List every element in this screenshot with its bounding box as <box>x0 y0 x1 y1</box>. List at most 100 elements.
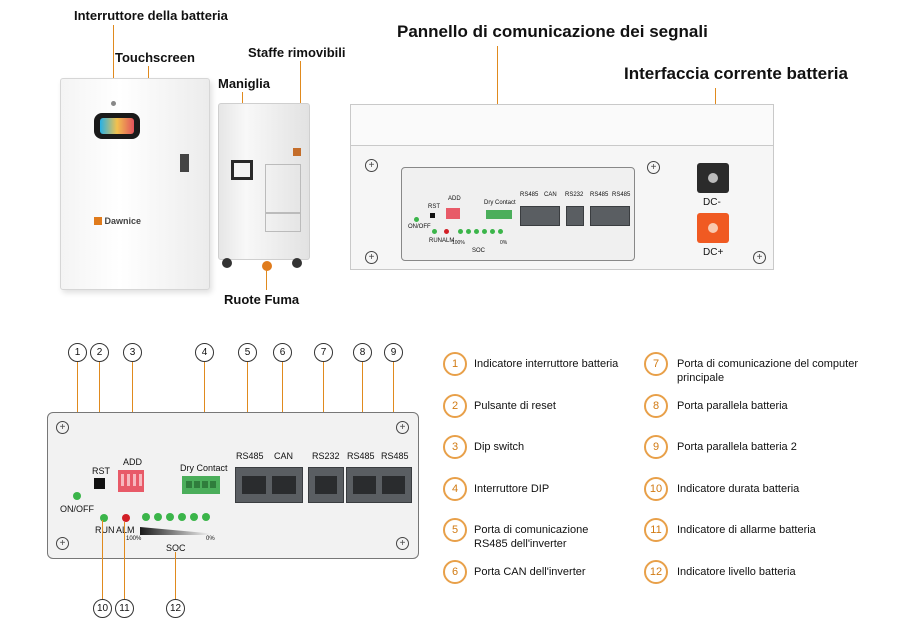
mini-port-rs485-can[interactable] <box>520 206 560 226</box>
callout-4: 4 <box>195 343 214 362</box>
port-label-rs232: RS232 <box>312 451 340 461</box>
legend-num-10: 10 <box>644 477 668 501</box>
callout-8: 8 <box>353 343 372 362</box>
soc-full-label: 100% <box>126 536 142 542</box>
port-rs485-parallel[interactable] <box>346 467 412 503</box>
mini-port-rs485-parallel[interactable] <box>590 206 630 226</box>
legend-num-11: 11 <box>644 518 668 542</box>
label-wheels: Ruote Fuma <box>224 292 300 307</box>
soc-led-6 <box>202 513 210 521</box>
dc-negative-terminal[interactable] <box>697 163 729 193</box>
legend-text-2: Pulsante di reset <box>474 400 556 412</box>
soc-led-2 <box>154 513 162 521</box>
legend-text-12: Indicatore livello batteria <box>677 566 796 578</box>
legend-num-2: 2 <box>443 394 467 418</box>
rst-label: RST <box>92 466 110 476</box>
legend-text-9: Porta parallela batteria 2 <box>677 441 797 453</box>
mini-port-label-4: RS485 <box>590 192 609 198</box>
callout-10: 10 <box>93 599 112 618</box>
mini-on-off-label: ON/OFF <box>408 224 431 230</box>
on-off-label: ON/OFF <box>60 504 94 514</box>
legend-num-8: 8 <box>644 394 668 418</box>
port-rs232[interactable] <box>308 467 344 503</box>
port-label-can: CAN <box>274 451 294 461</box>
legend-num-9: 9 <box>644 435 668 459</box>
brand-logo: Dawnice <box>94 216 141 226</box>
label-battery-current: Interfaccia corrente batteria <box>624 64 848 83</box>
reset-button[interactable] <box>94 478 105 489</box>
mini-dry-contact-label: Dry Contact <box>484 200 516 206</box>
legend-num-6: 6 <box>443 560 467 584</box>
dc-positive-terminal[interactable] <box>697 213 729 243</box>
callout-1: 1 <box>68 343 87 362</box>
soc-empty-label: 0% <box>206 536 215 542</box>
wheel-right-icon <box>292 258 302 268</box>
mini-signal-panel: RST ADD Dry Contact ON/OFF RUN ALM 100% … <box>401 167 635 261</box>
signal-panel-detail: + + + + RST ADD Dry Contact ON/OFF RUN A… <box>47 412 419 559</box>
mini-dry-contact-block[interactable] <box>486 210 512 219</box>
mini-dip-switch[interactable] <box>446 208 460 219</box>
legend-text-3: Dip switch <box>474 441 525 453</box>
rear-panel: + + + + RST ADD Dry Contact ON/OFF RUN A… <box>350 104 774 270</box>
mini-port-label-1: RS485 <box>520 192 539 198</box>
handle-icon[interactable] <box>231 160 253 180</box>
legend-num-3: 3 <box>443 435 467 459</box>
mini-alm-label: ALM <box>442 238 455 244</box>
soc-led-4 <box>178 513 186 521</box>
label-handle: Maniglia <box>218 76 271 91</box>
legend-num-5: 5 <box>443 518 467 542</box>
soc-led-3 <box>166 513 174 521</box>
dip-switch[interactable] <box>118 470 144 492</box>
mini-port-label-2: CAN <box>544 192 557 198</box>
battery-front-cabinet: Dawnice <box>60 78 210 290</box>
mini-soc-full-label: 100% <box>452 240 465 246</box>
port-label-rs485-1: RS485 <box>236 451 264 461</box>
mini-rst-button[interactable] <box>430 213 435 218</box>
battery-switch-indicator[interactable] <box>111 101 116 106</box>
run-label: RUN <box>95 525 115 535</box>
legend-text-7: Porta di comunicazione del computer prin… <box>677 358 858 384</box>
port-rs485-can[interactable] <box>235 467 303 503</box>
soc-gradient-bar <box>140 527 210 535</box>
wheel-left-icon <box>222 258 232 268</box>
mini-run-label: RUN <box>429 238 442 244</box>
dc-positive-label: DC+ <box>703 247 724 258</box>
callout-5: 5 <box>238 343 257 362</box>
mini-soc-label: SOC <box>472 248 486 254</box>
port-label-rs485-2: RS485 <box>347 451 375 461</box>
legend-text-11: Indicatore di allarme batteria <box>677 524 816 536</box>
legend-num-4: 4 <box>443 477 467 501</box>
legend-text-10: Indicatore durata batteria <box>677 483 800 495</box>
legend-text-5: Porta di comunicazione RS485 dell'invert… <box>474 524 589 550</box>
alm-label: ALM <box>116 525 135 535</box>
mini-rst-label: RST <box>428 204 440 210</box>
mini-port-rs232[interactable] <box>566 206 584 226</box>
alm-indicator <box>122 514 130 522</box>
legend-num-12: 12 <box>644 560 668 584</box>
soc-label: SOC <box>166 543 186 553</box>
callout-9: 9 <box>384 343 403 362</box>
legend-text-6: Porta CAN dell'inverter <box>474 566 586 578</box>
dry-contact-block[interactable] <box>182 476 220 494</box>
callout-2: 2 <box>90 343 109 362</box>
add-label: ADD <box>123 457 143 467</box>
label-touchscreen: Touchscreen <box>115 50 195 65</box>
dc-negative-label: DC- <box>703 197 721 208</box>
legend-num-7: 7 <box>644 352 668 376</box>
touchscreen-display[interactable] <box>94 113 140 139</box>
soc-led-5 <box>190 513 198 521</box>
legend-text-4: Interruttore DIP <box>474 483 550 495</box>
run-indicator <box>100 514 108 522</box>
legend-text-8: Porta parallela batteria <box>677 400 788 412</box>
mini-port-label-3: RS232 <box>565 192 584 198</box>
legend-num-1: 1 <box>443 352 467 376</box>
port-label-rs485-3: RS485 <box>381 451 409 461</box>
callout-3: 3 <box>123 343 142 362</box>
wheel-mid-icon <box>262 261 272 271</box>
battery-side-cabinet <box>218 103 310 260</box>
callout-6: 6 <box>273 343 292 362</box>
dry-contact-label: Dry Contact <box>180 463 228 473</box>
label-signal-panel: Pannello di comunicazione dei segnali <box>397 22 708 41</box>
soc-led-1 <box>142 513 150 521</box>
legend-text-1: Indicatore interruttore batteria <box>474 358 619 370</box>
